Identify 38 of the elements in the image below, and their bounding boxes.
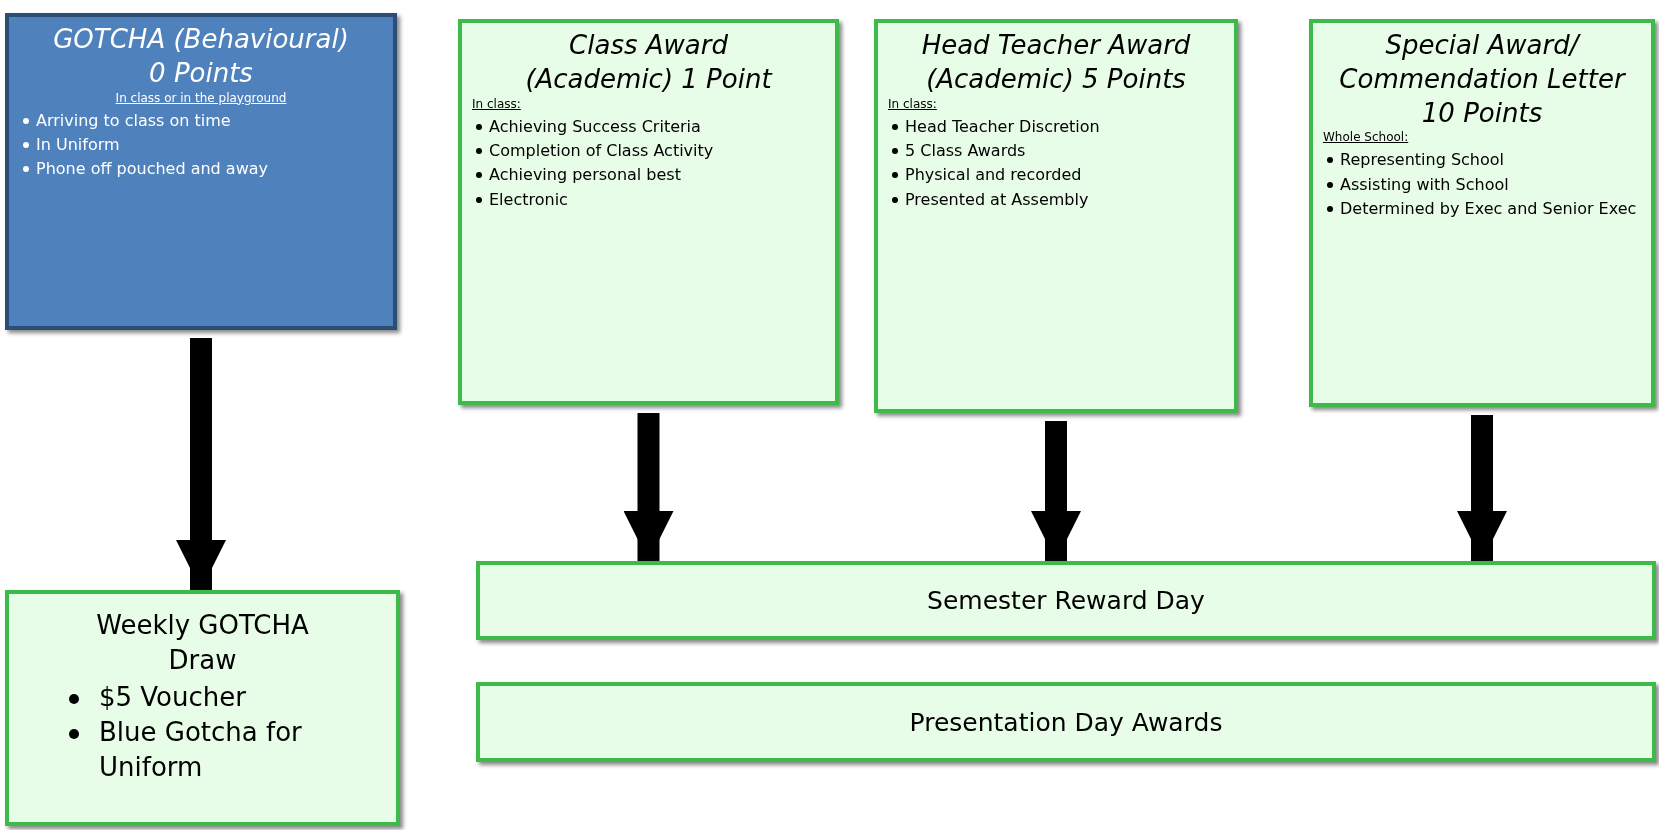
box-heading: Head Teacher Award (Academic) 5 Points: [920, 29, 1192, 96]
reward-band: [476, 561, 1656, 640]
bullet-item: Blue Gotcha for Uniform: [99, 716, 303, 785]
section-label: In class or in the playground: [115, 90, 287, 105]
draw-box: [5, 590, 400, 826]
bullet-item: Achieving personal best: [489, 164, 681, 187]
bullet-item: Determined by Exec and Senior Exec: [1340, 198, 1637, 221]
band-label: Presentation Day Awards: [909, 707, 1223, 737]
bullet-item: Completion of Class Activity: [489, 140, 714, 162]
section-label: In class:: [888, 96, 938, 111]
award-box: [458, 19, 839, 405]
section-label: In class:: [472, 96, 522, 111]
bullet-item: 5 Class Awards: [905, 140, 1026, 162]
band-label: Semester Reward Day: [927, 586, 1205, 615]
box-heading: Weekly GOTCHA Draw: [95, 609, 310, 678]
arrow: [176, 338, 226, 590]
bullet-item: Presented at Assembly: [905, 188, 1089, 211]
award-box: [5, 13, 397, 330]
bullet-item: Assisting with School: [1340, 173, 1509, 196]
box-heading: GOTCHA (Behavioural) 0 Points: [52, 23, 350, 90]
box-heading: Class Award (Academic) 1 Point: [524, 29, 774, 96]
bullet-item: Physical and recorded: [905, 164, 1082, 187]
bullet-item: Representing School: [1340, 149, 1504, 172]
award-box: [874, 19, 1238, 413]
bullet-item: Electronic: [489, 188, 568, 211]
section-label: Whole School:: [1323, 130, 1410, 145]
bullet-item: $5 Voucher: [99, 681, 246, 715]
bullet-item: Arriving to class on time: [36, 109, 231, 132]
bullet-item: Achieving Success Criteria: [489, 115, 701, 138]
box-heading: Special Award/ Commendation Letter 10 Points: [1338, 29, 1627, 130]
arrow: [1031, 421, 1081, 561]
bullet-item: Head Teacher Discretion: [905, 115, 1100, 138]
arrow: [1457, 415, 1507, 561]
bullet-item: Phone off pouched and away: [36, 158, 268, 181]
bullet-item: In Uniform: [36, 134, 120, 156]
arrow: [623, 413, 674, 561]
reward-band: [476, 682, 1656, 762]
award-box: [1309, 19, 1655, 407]
